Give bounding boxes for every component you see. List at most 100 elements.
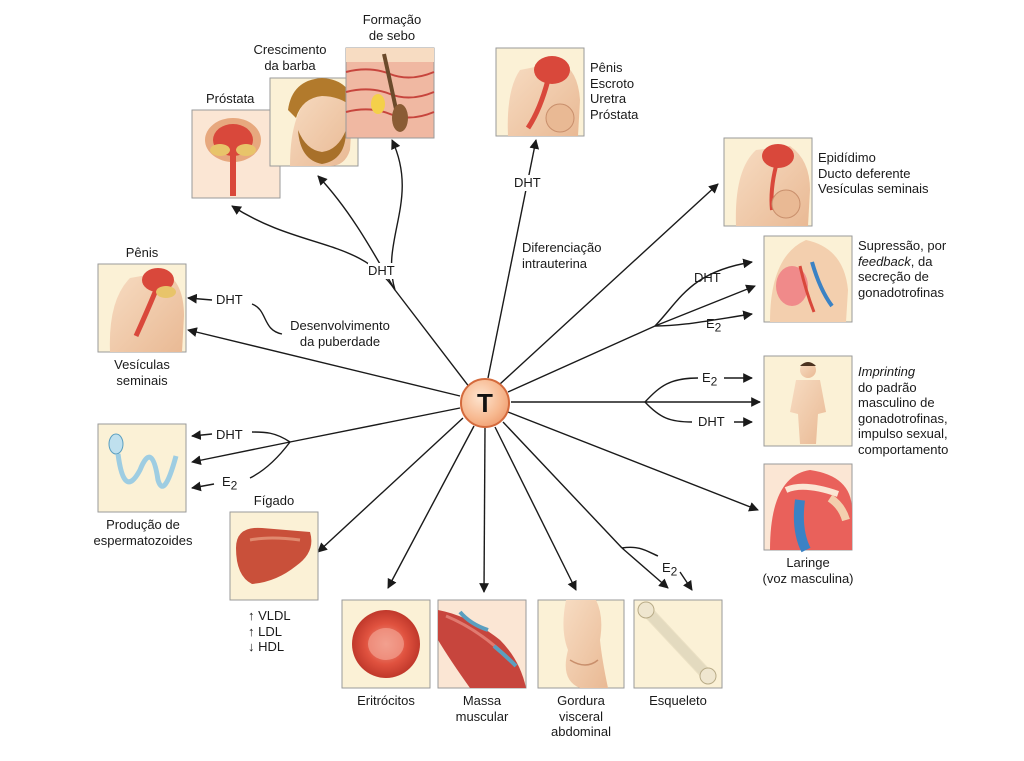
- arrow-esqueleto-main: [621, 547, 669, 589]
- label-barba: Crescimento da barba: [246, 42, 334, 73]
- label-epididimo-line2: Ducto deferente: [818, 165, 911, 181]
- pathway-e2-imprinting-sub: 2: [710, 374, 718, 389]
- label-imprinting-line2: do padrão: [858, 379, 917, 395]
- panel-esperma: [97, 423, 187, 513]
- label-massa-line2: muscular: [455, 708, 509, 724]
- label-massa: Massa muscular: [438, 693, 526, 724]
- label-esqueleto: Esqueleto: [649, 693, 707, 708]
- arrow-esperma-dht: [251, 431, 291, 443]
- label-hdl: ↓ HDL: [248, 639, 285, 654]
- pathway-e2-esqueleto: E2: [662, 560, 677, 580]
- label-sebo-line1: Formação: [362, 12, 422, 27]
- pathway-dht-esperma: DHT: [216, 427, 243, 442]
- pathway-dht-imprinting: DHT: [698, 414, 725, 429]
- arrow-to-gordura: [494, 426, 577, 591]
- panel-sebo: [345, 47, 435, 139]
- pathway-dht-diff: DHT: [514, 175, 541, 191]
- arrow-esperma-main: [191, 441, 291, 466]
- label-genitais-line3: Uretra: [590, 91, 627, 106]
- arrow-to-eritrocitos: [387, 425, 475, 589]
- pathway-e2-esperma: E2: [222, 474, 237, 494]
- panel-esqueleto: [633, 599, 723, 689]
- panel-massa: [437, 599, 527, 689]
- panel-gordura: [537, 599, 625, 689]
- label-supressao-line2-rest: , da: [910, 253, 933, 269]
- panel-imprinting: [763, 355, 853, 447]
- label-supressao-line1: Supressão, por: [858, 238, 947, 253]
- arrow-supressao-e2: [654, 310, 753, 327]
- label-epididimo-line1: Epidídimo: [818, 150, 876, 165]
- arrow-imprinting-dht: [644, 401, 693, 423]
- pathway-e2-supressao: E2: [706, 316, 721, 336]
- label-genitais-line2: Escroto: [590, 75, 635, 91]
- pathway-e2-esperma-e: E: [222, 474, 231, 489]
- label-epididimo-line3: Vesículas seminais: [818, 181, 929, 196]
- pathway-desenvolvimento-line1: Desenvolvimento: [290, 318, 390, 333]
- pathway-e2-esqueleto-sub: 2: [670, 564, 678, 579]
- arrow-to-penis-pub: [187, 327, 461, 397]
- label-genitais-line1: Pênis: [590, 60, 623, 75]
- label-figado-lipids: ↑ VLDL ↑ LDL ↓ HDL: [248, 608, 291, 655]
- pathway-e2-esqueleto-e: E: [662, 560, 671, 575]
- label-barba-line1: Crescimento: [253, 42, 327, 57]
- pathway-desenvolvimento: Desenvolvimento da puberdade: [278, 318, 402, 349]
- arrow-esqueleto-e2-tail: [679, 571, 693, 591]
- pathway-e2-supressao-sub: 2: [714, 320, 722, 335]
- label-imprinting-line1: Imprinting: [858, 364, 916, 379]
- panel-genitais: [495, 47, 585, 137]
- panel-epididimo: [723, 137, 813, 227]
- pathway-e2-imprinting-e: E: [702, 370, 711, 385]
- arrow-to-supressao: [507, 325, 656, 393]
- arrow-to-epididimo: [499, 183, 719, 385]
- label-laringe-line2: (voz masculina): [762, 570, 854, 586]
- label-genitais: Pênis Escroto Uretra Próstata: [590, 60, 638, 122]
- panel-prostata: [191, 109, 281, 199]
- arrow-to-upper-cluster: [394, 289, 471, 389]
- panel-supressao: [763, 235, 853, 323]
- pathway-dht-penis: DHT: [216, 292, 243, 307]
- label-penis-pub-bottom: Vesículas seminais: [100, 357, 184, 388]
- arrow-esperma-dht-tail: [191, 430, 213, 440]
- label-vldl: ↑ VLDL: [248, 608, 291, 623]
- label-esperma-line1: Produção de: [106, 517, 180, 532]
- label-massa-line1: Massa: [462, 693, 502, 708]
- pathway-e2-imprinting: E2: [702, 370, 717, 390]
- arrow-to-figado: [317, 417, 464, 553]
- label-gordura-line3: abdominal: [551, 724, 611, 739]
- arrow-supressao-dht: [654, 258, 753, 327]
- arrow-esperma-e2-tail: [191, 481, 215, 492]
- label-supressao-line3: secreção de: [858, 269, 929, 284]
- label-eritrocitos: Eritrócitos: [357, 693, 415, 708]
- label-laringe-line1: Laringe: [786, 555, 830, 570]
- arrow-penis-dht: [251, 303, 283, 335]
- label-imprinting: Imprinting do padrão masculino de gonado…: [858, 364, 948, 457]
- pathway-e2-supressao-e: E: [706, 316, 715, 331]
- label-imprinting-line6: comportamento: [858, 441, 949, 457]
- arrow-esperma-e2: [249, 441, 291, 479]
- panel-eritrocitos: [341, 599, 431, 689]
- panel-figado: [229, 511, 319, 601]
- arrow-supressao-main: [654, 284, 756, 327]
- pathway-dht-top: DHT: [368, 263, 395, 279]
- pathway-diferenciacao-line2: intrauterina: [522, 255, 588, 271]
- arrow-to-esqueleto: [502, 421, 623, 549]
- arrow-imprinting-e2: [644, 377, 699, 403]
- label-gordura-line2: visceral: [558, 708, 604, 724]
- arrow-to-esperma: [289, 407, 461, 443]
- label-supressao-feedback: feedback: [858, 253, 911, 269]
- arrows: [187, 139, 761, 593]
- arrow-penis-dht-tail: [187, 293, 213, 304]
- pathway-diferenciacao-line1: Diferenciação: [522, 240, 602, 255]
- label-supressao: Supressão, por feedback, da secreção de …: [858, 238, 946, 300]
- label-supressao-line2: feedback, da: [858, 254, 946, 270]
- label-imprinting-line4: gonadotrofinas,: [858, 410, 948, 426]
- pathway-desenvolvimento-line2: da puberdade: [299, 333, 381, 349]
- panel-penis-pub: [97, 263, 187, 353]
- label-esperma: Produção de espermatozoides: [78, 517, 208, 548]
- label-ldl: ↑ LDL: [248, 623, 282, 639]
- panel-laringe: [763, 463, 853, 553]
- panel-barba: [269, 77, 359, 167]
- label-supressao-line4: gonadotrofinas: [858, 284, 945, 300]
- label-gordura-line1: Gordura: [557, 693, 605, 708]
- label-sebo-line2: de sebo: [368, 27, 416, 43]
